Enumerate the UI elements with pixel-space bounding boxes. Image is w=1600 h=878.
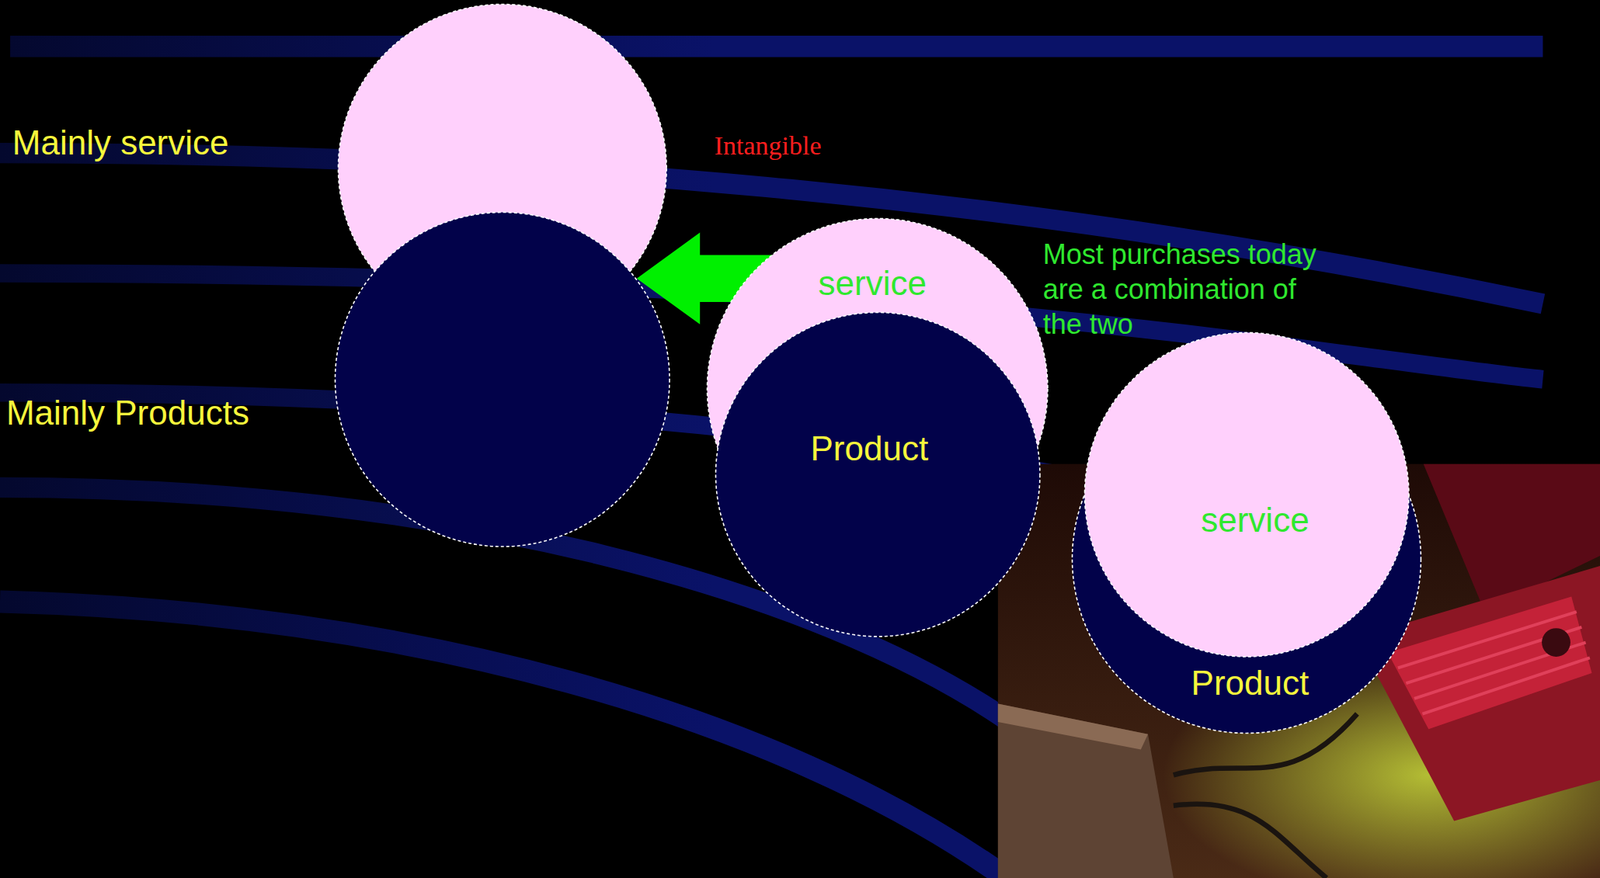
circle-outline xyxy=(715,312,1040,637)
keyboard-rows xyxy=(1398,612,1590,714)
trackball xyxy=(1541,628,1571,658)
side-heading: Mainly service xyxy=(12,123,230,164)
deco-band xyxy=(10,35,1543,58)
router-top xyxy=(998,703,1148,750)
circle-outline xyxy=(334,212,670,547)
cable xyxy=(1173,714,1357,878)
circle-outline xyxy=(1085,332,1409,657)
product-circle: Mainly Products xyxy=(333,211,672,549)
circle-shape xyxy=(333,211,672,549)
note-text: Intangible xyxy=(714,129,822,164)
circle-outline xyxy=(1072,384,1422,734)
router-box xyxy=(998,703,1174,878)
laptop-keyboard xyxy=(1387,596,1593,730)
circle-shape xyxy=(714,311,1041,638)
side-heading: Mainly Products xyxy=(6,393,250,434)
circle-label: Product xyxy=(1191,664,1310,704)
circle-label: service xyxy=(1200,500,1309,541)
deco-band xyxy=(0,601,1006,878)
circle-label: service xyxy=(818,264,927,304)
product-circle: Product xyxy=(714,311,1041,638)
circle-shape xyxy=(1083,331,1410,658)
circle-label: Product xyxy=(810,429,929,470)
callout-note: Most purchases today are a combination o… xyxy=(1043,236,1331,342)
service-circle: service xyxy=(1083,331,1410,658)
